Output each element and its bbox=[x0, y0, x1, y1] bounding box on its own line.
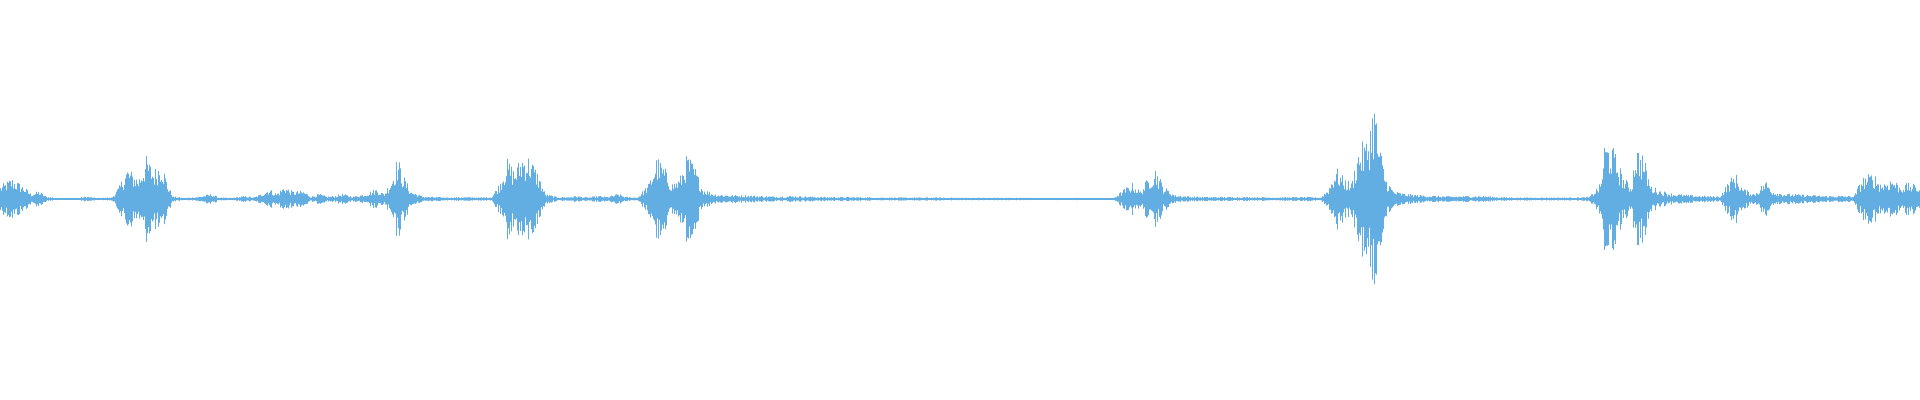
waveform-bars bbox=[0, 113, 1920, 285]
